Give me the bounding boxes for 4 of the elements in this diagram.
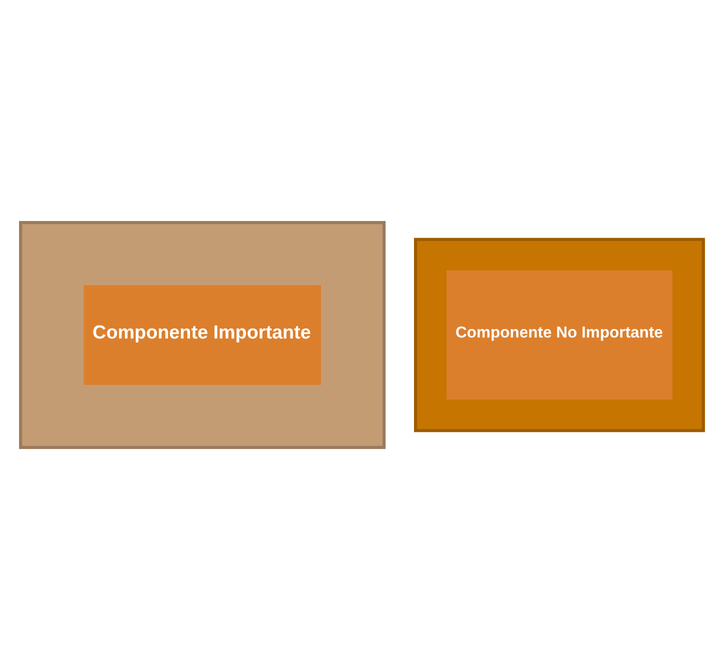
node-box: Componente No Importante xyxy=(446,270,672,400)
cluster xyxy=(414,238,705,432)
cluster xyxy=(19,221,386,449)
node-box: Componente Importante xyxy=(84,285,322,385)
